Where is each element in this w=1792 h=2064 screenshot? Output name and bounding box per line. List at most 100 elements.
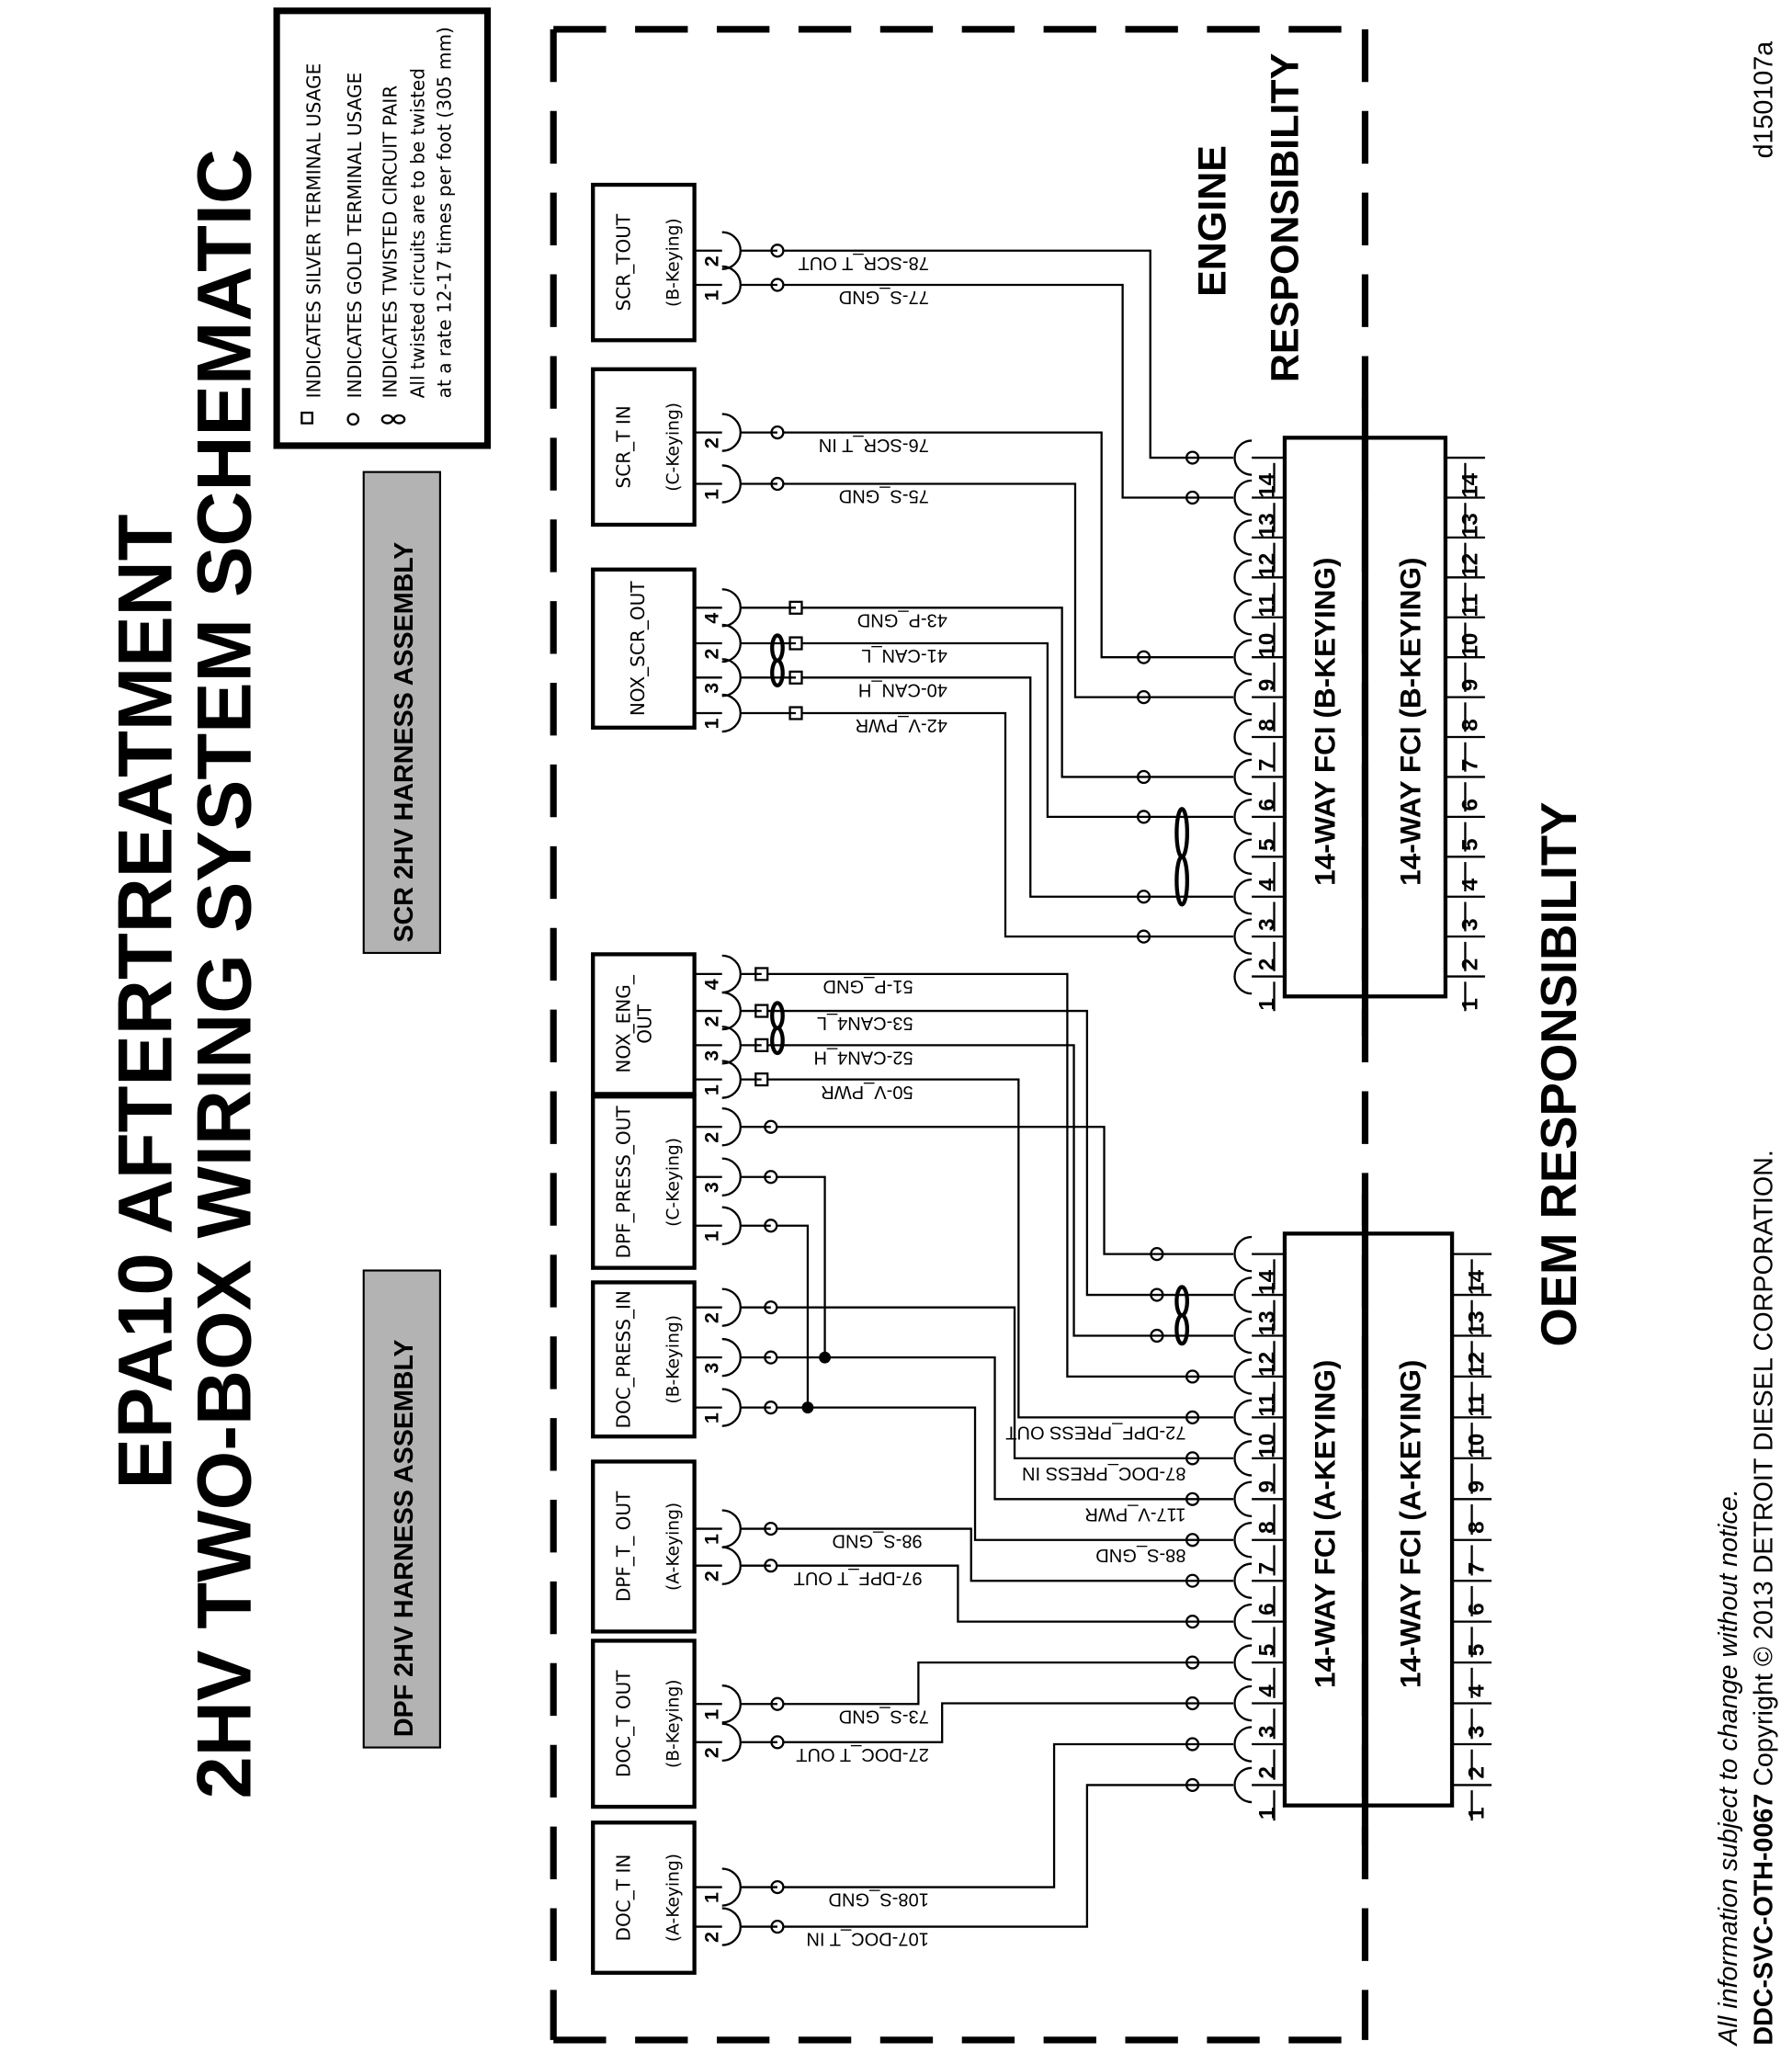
pin-socket (721, 1157, 742, 1196)
silver-terminal-icon (301, 411, 313, 425)
wire-label: 27-DOC_T OUT (796, 1744, 929, 1764)
pin-number: 1 (700, 1534, 722, 1545)
pin-number: 3 (1255, 1726, 1280, 1739)
wire-label: 77-S_GND (839, 287, 929, 307)
pin-socket (721, 265, 742, 305)
pin-number: 2 (1457, 958, 1482, 971)
pin-socket (1233, 799, 1253, 835)
pin-number: 11 (1457, 594, 1482, 618)
silver-terminal-icon (754, 1004, 769, 1018)
gold-terminal-icon (1136, 929, 1151, 944)
wire-label: 97-DPF_T OUT (794, 1568, 923, 1588)
pin-number: 1 (700, 1084, 722, 1095)
scr-harness-label: SCR 2HV HARNESS ASSEMBLY (362, 471, 441, 955)
pin-socket (721, 623, 742, 663)
pin-number: 1 (700, 718, 722, 729)
gold-terminal-icon (764, 1300, 778, 1315)
pin-number: 13 (1457, 513, 1482, 538)
pin-number: 7 (1255, 1562, 1280, 1575)
gold-terminal-icon (764, 1119, 778, 1134)
connector-dpf-press-out: DPF_PRESS_OUT(C-Keying)231 (591, 1094, 778, 1270)
pin-number: 9 (1255, 1480, 1280, 1493)
splice (777, 1175, 832, 1414)
wire-label: 43-P_GND (857, 609, 947, 629)
connector-keying: (B-Keying) (663, 1315, 683, 1404)
pin-socket (721, 1337, 742, 1378)
wire-label: 117-V_PWR (1084, 1503, 1185, 1524)
pin-number: 8 (1464, 1521, 1489, 1534)
wire-label: 53-CAN4_L (817, 1013, 913, 1033)
pin-number: 11 (1255, 594, 1280, 618)
connector-keying: (A-Keying) (663, 1503, 683, 1591)
pin-socket (721, 464, 742, 504)
twisted-pair-icon (770, 633, 785, 663)
wire (784, 1695, 1234, 1743)
pin-socket (721, 1546, 742, 1585)
legend-twisted: INDICATES TWISTED CIRCUIT PAIR (380, 85, 402, 399)
fci-upper: 14-WAY FCI (B-KEYING)14-WAY FCI (B-KEYIN… (1233, 398, 1485, 1037)
pin-socket (1233, 838, 1253, 876)
wire (777, 1564, 1234, 1629)
pin-number: 2 (700, 1132, 722, 1143)
gold-terminal-icon (1185, 1491, 1200, 1506)
silver-terminal-icon (788, 706, 803, 720)
gold-terminal-icon (1150, 1328, 1164, 1344)
pin-number: 9 (1457, 679, 1482, 692)
gold-terminal-icon (1185, 1777, 1200, 1793)
pin-number: 4 (700, 613, 722, 624)
pin-socket (1233, 918, 1253, 955)
pin-number: 2 (700, 255, 722, 267)
wire (777, 1356, 1234, 1506)
pin-number: 3 (1255, 918, 1280, 931)
wire-label: 42-V_PWR (856, 715, 947, 735)
pin-number: 2 (700, 1932, 722, 1943)
pin-number: 1 (1255, 1807, 1280, 1820)
dpf-harness-label: DPF 2HV HARNESS ASSEMBLY (362, 1269, 441, 1749)
footer-notice: All information subject to change withou… (1714, 1489, 1743, 2047)
pin-number: 11 (1255, 1393, 1280, 1417)
fci-connectors: 14-WAY FCI (B-KEYING)14-WAY FCI (B-KEYIN… (1233, 398, 1492, 1845)
svg-text:DPF 2HV HARNESS ASSEMBLY: DPF 2HV HARNESS ASSEMBLY (390, 1340, 419, 1738)
gold-terminal-icon (1185, 490, 1200, 505)
pin-number: 7 (1255, 759, 1280, 772)
wire-label: 78-SCR_T OUT (799, 253, 929, 273)
wire (802, 711, 1234, 944)
legend: INDICATES SILVER TERMINAL USAGE INDICATE… (273, 7, 492, 449)
pin-socket (1233, 719, 1253, 755)
wire-label: 107-DOC_T IN (806, 1929, 928, 1949)
pin-number: 2 (1255, 1766, 1280, 1779)
wire (784, 1655, 1234, 1706)
pin-number: 1 (700, 489, 722, 500)
silver-terminal-icon (788, 670, 803, 685)
pin-number: 3 (700, 1050, 722, 1061)
title-line1: EPA10 AFTERTREATMENT (102, 514, 187, 1489)
legend-silver: INDICATES SILVER TERMINAL USAGE (302, 63, 324, 399)
gold-terminal-icon (1185, 1737, 1200, 1752)
gold-terminal-icon (1136, 650, 1151, 664)
pin-socket (1233, 1276, 1253, 1313)
pin-socket (1233, 1440, 1253, 1477)
silver-terminal-icon (788, 600, 803, 615)
pin-number: 2 (1464, 1766, 1489, 1779)
pin-socket (721, 231, 742, 270)
gold-terminal-icon (1150, 1247, 1164, 1262)
silver-terminal-icon (754, 1072, 769, 1087)
pin-number: 2 (700, 1312, 722, 1323)
gold-terminal-icon (770, 1879, 785, 1895)
pin-number: 2 (700, 1571, 722, 1582)
pin-socket (721, 588, 742, 628)
connector-keying: (C-Keying) (663, 1138, 683, 1227)
fci-lower: 14-WAY FCI (A-KEYING)14-WAY FCI (A-KEYIN… (1233, 1194, 1492, 1845)
wire (777, 1126, 1234, 1262)
pin-number: 10 (1255, 633, 1280, 658)
pin-number: 1 (700, 1709, 722, 1720)
pin-socket (1233, 559, 1253, 596)
wire-label: 72-DPF_PRESS OUT (1005, 1422, 1185, 1442)
wire (777, 1406, 1234, 1548)
title-line2: 2HV TWO-BOX WIRING SYSTEM SCHEMATIC (181, 149, 267, 1799)
